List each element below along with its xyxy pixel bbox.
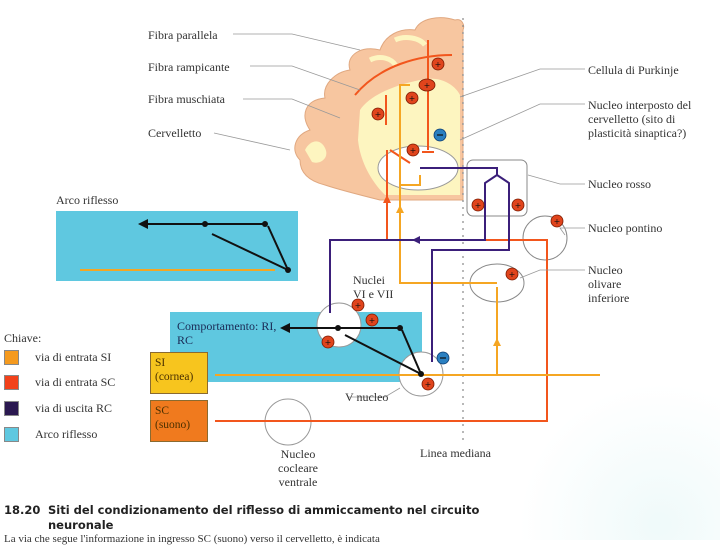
rc-output-path — [329, 167, 510, 362]
key-item-rc: via di uscita RC — [4, 400, 112, 416]
figure-caption-body: La via che segue l'informazione in ingre… — [4, 533, 380, 545]
key-swatch-si — [4, 349, 19, 365]
svg-text:+: + — [325, 338, 332, 347]
inhibitory-synapses — [433, 128, 450, 365]
label-cellula-purkinje: Cellula di Purkinje — [588, 63, 679, 77]
label-fibra-muschiata: Fibra muschiata — [148, 92, 225, 106]
figure-number: 18.20 — [4, 503, 41, 517]
label-nucleo-cocleare: Nucleo cocleare ventrale — [278, 447, 318, 489]
sc-sound-box: SC (suono) — [150, 400, 208, 442]
figure-caption-title: 18.20 Siti del condizionamento del rifles… — [4, 503, 524, 533]
reflex-arrow — [138, 219, 148, 229]
svg-text:+: + — [424, 81, 431, 90]
key-title: Chiave: — [4, 331, 42, 345]
si-arrow-2 — [493, 338, 501, 346]
behavior-arrow — [280, 323, 290, 333]
svg-text:+: + — [355, 301, 362, 310]
leader-lines — [213, 33, 585, 398]
key-label: via di uscita RC — [35, 400, 112, 415]
reflex-arc-lines — [148, 223, 289, 271]
sc-arrow — [383, 195, 391, 203]
key-label: via di entrata SI — [35, 349, 112, 364]
label-cervelletto: Cervelletto — [148, 126, 202, 140]
behavior-reflex-lines — [290, 327, 422, 375]
key-label: Arco riflesso — [35, 426, 98, 441]
label-fibra-parallela: Fibra parallela — [148, 28, 218, 42]
label-nucleo-rosso: Nucleo rosso — [588, 177, 651, 191]
svg-text:+: + — [410, 146, 417, 155]
caption-title-line2: neuronale — [48, 518, 114, 532]
key-swatch-reflex — [4, 426, 19, 442]
key-swatch-sc — [4, 374, 19, 390]
svg-text:+: + — [425, 380, 432, 389]
svg-text:+: + — [515, 201, 522, 210]
caption-title-line1: Siti del condizionamento del riflesso di… — [48, 503, 480, 517]
key-swatch-rc — [4, 400, 19, 416]
label-nuclei-vi-vii: Nuclei VI e VII — [353, 273, 394, 301]
label-v-nucleo: V nucleo — [345, 390, 389, 404]
key-item-si: via di entrata SI — [4, 349, 111, 365]
svg-text:+: + — [475, 201, 482, 210]
si-input-path — [80, 84, 600, 376]
rc-arrow — [412, 236, 420, 244]
svg-text:+: + — [435, 60, 442, 69]
label-nucleo-interposto: Nucleo interposto del cervelletto (sito … — [588, 98, 692, 140]
label-nucleo-pontino: Nucleo pontino — [588, 221, 663, 235]
sc-input-path — [215, 40, 548, 422]
si-cornea-box: SI (cornea) — [150, 352, 208, 394]
label-comportamento: Comportamento: RI, RC — [177, 319, 277, 347]
si-arrow — [396, 205, 404, 213]
svg-text:+: + — [509, 270, 516, 279]
key-item-sc: via di entrata SC — [4, 374, 115, 390]
key-item-reflex: Arco riflesso — [4, 426, 97, 442]
behavior-reflex-box — [170, 312, 422, 382]
svg-text:+: + — [409, 94, 416, 103]
svg-text:+: + — [375, 110, 382, 119]
label-nucleo-olivare: Nucleo olivare inferiore — [588, 263, 630, 305]
label-linea-mediana: Linea mediana — [420, 446, 491, 460]
background-speckle — [520, 380, 720, 540]
svg-text:+: + — [369, 316, 376, 325]
label-fibra-rampicante: Fibra rampicante — [148, 60, 230, 74]
excitatory-synapses: + + + + + + + + + + + + + — [321, 57, 564, 391]
svg-text:+: + — [554, 217, 561, 226]
key-label: via di entrata SC — [35, 374, 116, 389]
label-arco-riflesso: Arco riflesso — [56, 193, 119, 207]
